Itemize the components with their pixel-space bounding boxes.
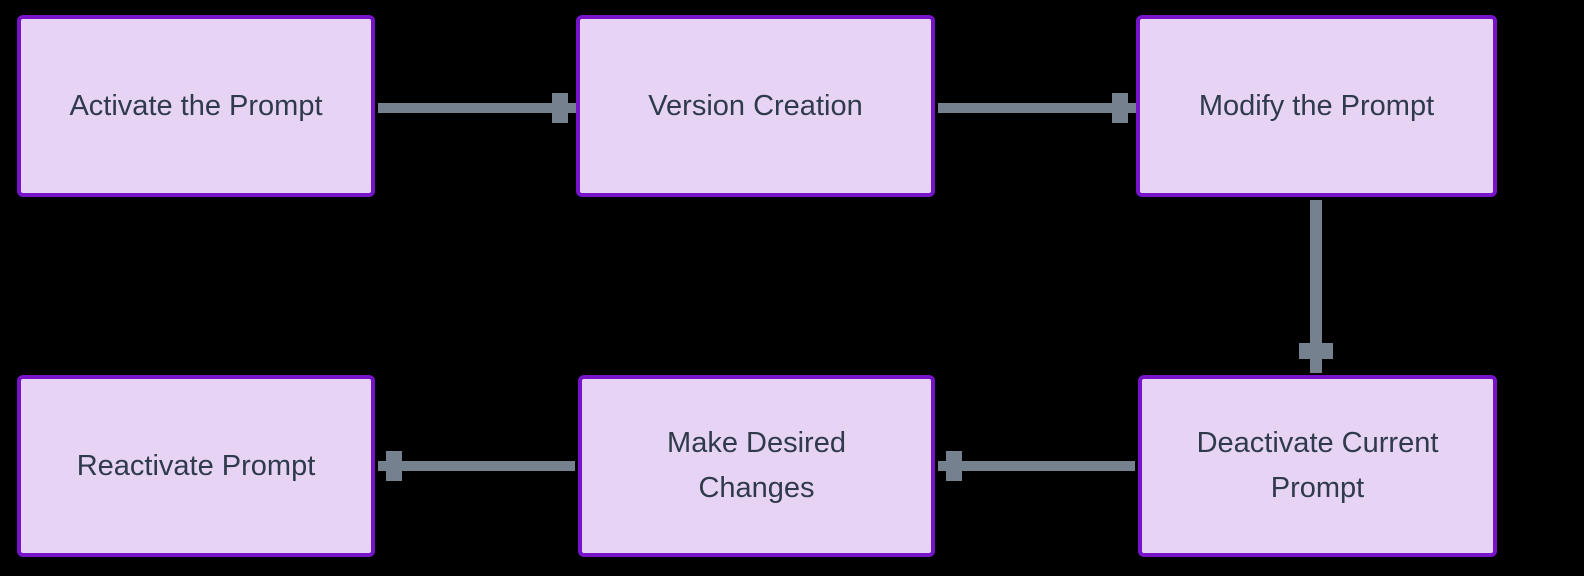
arrowhead-crossbar-modify-to-deactivate <box>1299 343 1333 359</box>
arrow-line-deactivate-to-changes <box>962 461 1135 471</box>
arrow-line-activate-to-version <box>378 103 552 113</box>
node-label: Reactivate Prompt <box>76 449 316 482</box>
node-make-desired-changes: Make Desired Changes <box>578 375 935 557</box>
arrow-line-modify-to-deactivate <box>1310 200 1322 343</box>
node-reactivate-prompt: Reactivate Prompt <box>17 375 375 557</box>
arrowhead-tip-version-to-modify <box>1128 103 1136 113</box>
arrow-line-changes-to-reactivate <box>402 461 575 471</box>
arrowhead-tip-modify-to-deactivate <box>1310 359 1322 373</box>
node-label: Activate the Prompt <box>69 89 323 122</box>
node-activate-the-prompt: Activate the Prompt <box>17 15 375 197</box>
arrowhead-tip-activate-to-version <box>568 103 576 113</box>
arrowhead-crossbar-version-to-modify <box>1112 93 1128 123</box>
arrow-line-version-to-modify <box>938 103 1112 113</box>
arrowhead-crossbar-changes-to-reactivate <box>386 451 402 481</box>
node-label: Modify the Prompt <box>1198 89 1435 122</box>
node-label: Version Creation <box>648 89 863 122</box>
arrowhead-crossbar-activate-to-version <box>552 93 568 123</box>
arrowhead-tip-deactivate-to-changes <box>938 461 946 471</box>
arrowhead-tip-changes-to-reactivate <box>378 461 386 471</box>
node-modify-the-prompt: Modify the Prompt <box>1136 15 1497 197</box>
node-version-creation: Version Creation <box>576 15 935 197</box>
node-deactivate-current-prompt: Deactivate Current Prompt <box>1138 375 1497 557</box>
node-label: Deactivate Current Prompt <box>1196 427 1439 504</box>
node-label: Make Desired Changes <box>667 427 846 504</box>
arrowhead-crossbar-deactivate-to-changes <box>946 451 962 481</box>
